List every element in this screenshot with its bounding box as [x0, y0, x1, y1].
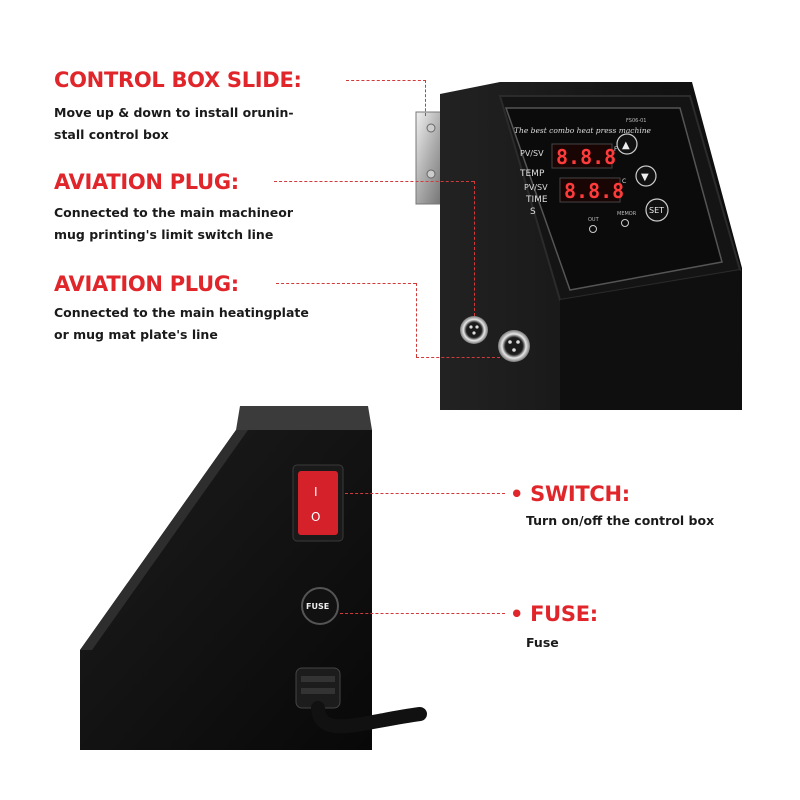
bracket-screw-icon [426, 123, 436, 133]
aviation-plug-1-title: AVIATION PLUG: [54, 170, 239, 194]
fuse-line-1: Fuse [526, 635, 559, 650]
fuse-title: • FUSE: [510, 602, 598, 626]
panel-f-label: F [614, 146, 618, 153]
aviation-plug-1-description: Connected to the main machineor mug prin… [54, 202, 293, 246]
fuse-label: FUSE [306, 602, 329, 611]
panel-temp-label: TEMP [519, 169, 545, 179]
set-button[interactable] [645, 198, 669, 222]
panel-pv-sv-label: PV/SV [520, 149, 544, 158]
out-led [589, 225, 597, 233]
aviation-plug-2-leader [276, 283, 416, 284]
aviation-plug-1-leader-drop [474, 181, 475, 316]
up-button[interactable] [616, 133, 638, 155]
aviation-plug-2-line-1: Connected to the main heatingplate [54, 305, 309, 320]
out-led-label: OUT [588, 217, 600, 223]
aviation-plug-1 [460, 316, 488, 344]
switch-leader [345, 493, 505, 494]
aviation-plug-2-leader-tail [416, 357, 500, 358]
panel-brand-text: The best combo heat press machine [514, 126, 652, 135]
control-box-side: I O FUSE [80, 406, 427, 750]
aviation-plug-1-leader [274, 181, 474, 182]
control-box-slide-description: Move up & down to install orunin- stall … [54, 102, 294, 146]
fuse-holder[interactable] [301, 587, 339, 625]
switch-off-mark: O [311, 510, 320, 524]
control-box-slide-title: CONTROL BOX SLIDE: [54, 68, 302, 92]
fuse-leader [340, 613, 505, 614]
aviation-plug-2-line-2: or mug mat plate's line [54, 327, 218, 342]
bracket-screw-icon [426, 169, 436, 179]
down-button[interactable] [635, 165, 657, 187]
down-arrow-icon: ▼ [641, 172, 649, 183]
control-box-slide-leader [346, 80, 426, 81]
control-box-slide-leader-drop [425, 80, 426, 116]
panel-s-label: S [530, 207, 536, 217]
aviation-plug-2-description: Connected to the main heatingplate or mu… [54, 302, 309, 346]
panel-model-text: FS06-01 [626, 118, 647, 124]
panel-pv-sv-label-2: PV/SV [524, 183, 548, 192]
set-button-label: SET [649, 206, 664, 215]
control-box-slide-line-2: stall control box [54, 127, 169, 142]
power-switch-rocker[interactable] [298, 471, 338, 535]
side-box-slope-edge [80, 430, 248, 650]
mem-led [621, 219, 629, 227]
aviation-plug-2 [498, 330, 530, 362]
aviation-plug-1-line-2: mug printing's limit switch line [54, 227, 274, 242]
control-box-front: The best combo heat press machine FS06-0… [415, 82, 742, 410]
switch-title: • SWITCH: [510, 482, 630, 506]
top-display-digits: 8.8.8 [556, 145, 616, 169]
switch-line-1: Turn on/off the control box [526, 513, 715, 528]
top-display [551, 143, 613, 169]
fuse-description: Fuse [526, 632, 559, 654]
side-box-top [236, 406, 372, 430]
control-box-slide-line-1: Move up & down to install orunin- [54, 105, 294, 120]
mem-led-label: MEMOR [617, 211, 637, 217]
up-arrow-icon: ▲ [622, 140, 630, 151]
aviation-plug-2-title: AVIATION PLUG: [54, 272, 239, 296]
switch-description: Turn on/off the control box [526, 510, 714, 532]
panel-time-label: TIME [525, 195, 548, 205]
bottom-display [559, 177, 621, 203]
aviation-plug-1-line-1: Connected to the main machineor [54, 205, 293, 220]
power-cable [311, 701, 427, 734]
panel-c-label: C [622, 178, 626, 185]
box-lower-front [560, 270, 742, 410]
switch-on-mark: I [314, 485, 318, 499]
aviation-plug-2-leader-drop [416, 283, 417, 357]
bottom-display-digits: 8.8.8 [564, 179, 624, 203]
